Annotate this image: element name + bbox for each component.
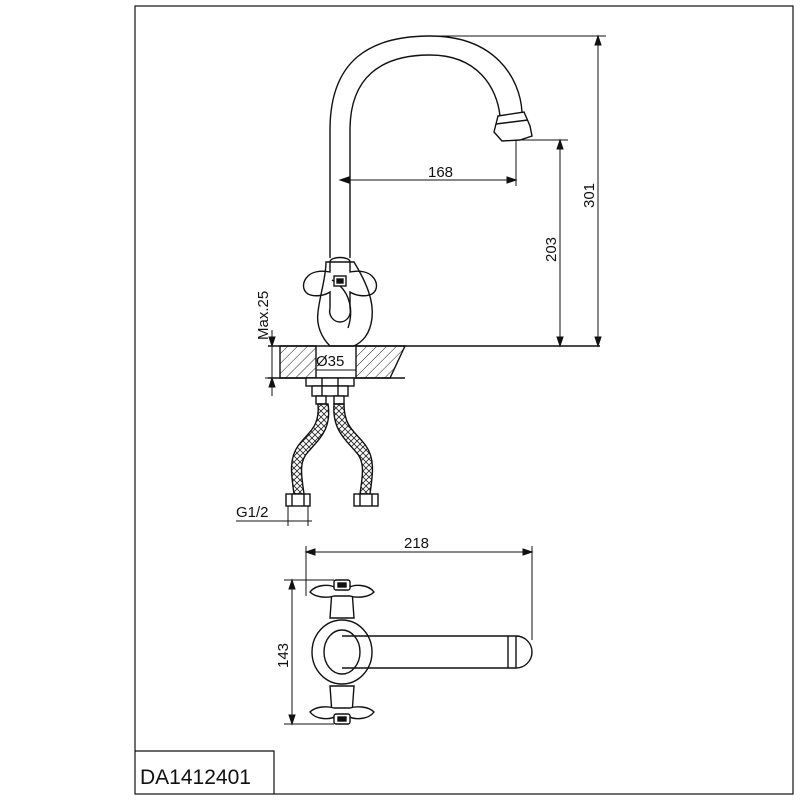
top-base	[311, 619, 373, 685]
top-handle-lower	[309, 685, 375, 725]
dim-total-depth: 143	[275, 643, 292, 668]
valve-body	[316, 261, 373, 347]
top-spout-arm	[342, 635, 533, 669]
hose-nut-right	[353, 493, 379, 507]
hose-nut-left	[285, 493, 311, 507]
countertop-section	[268, 345, 600, 379]
dim-spout-height: 203	[543, 237, 560, 262]
side-view	[268, 35, 600, 507]
top-handle-upper	[309, 579, 375, 619]
top-view-dimensions	[284, 546, 534, 726]
model-code: DA1412401	[140, 766, 251, 789]
dim-max-deck: Max.25	[255, 291, 272, 340]
top-view	[309, 579, 533, 725]
drawing-frame	[134, 5, 794, 795]
dim-spout-reach: 168	[428, 164, 453, 181]
dim-total-height: 301	[581, 183, 598, 208]
cross-handle	[302, 256, 378, 323]
spout	[329, 35, 533, 258]
mounting-shank	[305, 377, 355, 405]
flexible-hoses	[285, 403, 379, 507]
side-view-dimensions	[236, 34, 606, 526]
dim-total-width: 218	[404, 535, 429, 552]
dim-hole-diameter: Ø35	[316, 353, 344, 370]
title-block: DA1412401	[135, 750, 275, 794]
dim-connection: G1/2	[236, 504, 269, 521]
